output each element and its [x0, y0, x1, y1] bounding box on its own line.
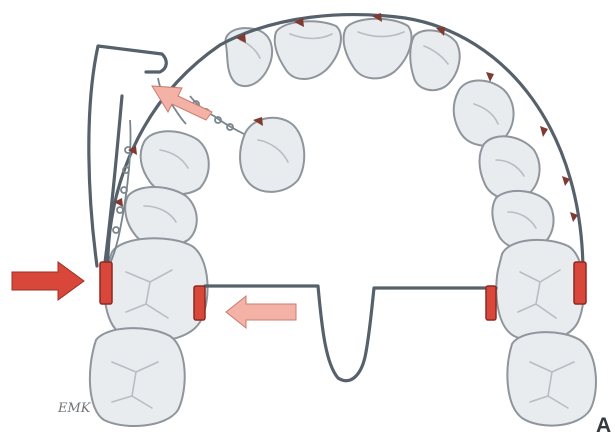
tooth-right-canine — [480, 136, 540, 199]
panel-label: A — [596, 414, 611, 437]
band-right-buccal — [574, 262, 586, 304]
tooth-displaced-canine — [240, 118, 304, 192]
band-left-buccal — [100, 262, 112, 304]
dental-arch-teeth — [90, 19, 596, 426]
force-arrow-palatal — [226, 296, 296, 328]
tooth-incisor-1 — [225, 28, 272, 86]
tooth-left-molar-1 — [104, 238, 207, 341]
tooth-incisor-4 — [410, 30, 459, 90]
bracket — [540, 126, 548, 137]
force-arrow-buccal — [12, 262, 84, 300]
band-right-lingual — [486, 286, 496, 320]
tooth-left-molar-2 — [90, 328, 185, 426]
tooth-left-canine — [141, 131, 209, 194]
tooth-right-molar-2 — [507, 332, 596, 425]
tooth-incisor-2 — [275, 21, 341, 79]
tooth-right-molar-1 — [496, 240, 584, 341]
tooth-incisor-3 — [344, 19, 412, 79]
artist-signature: EMK — [57, 401, 92, 416]
transpalatal-wire-with-loop — [205, 286, 496, 381]
band-left-lingual — [194, 286, 205, 320]
